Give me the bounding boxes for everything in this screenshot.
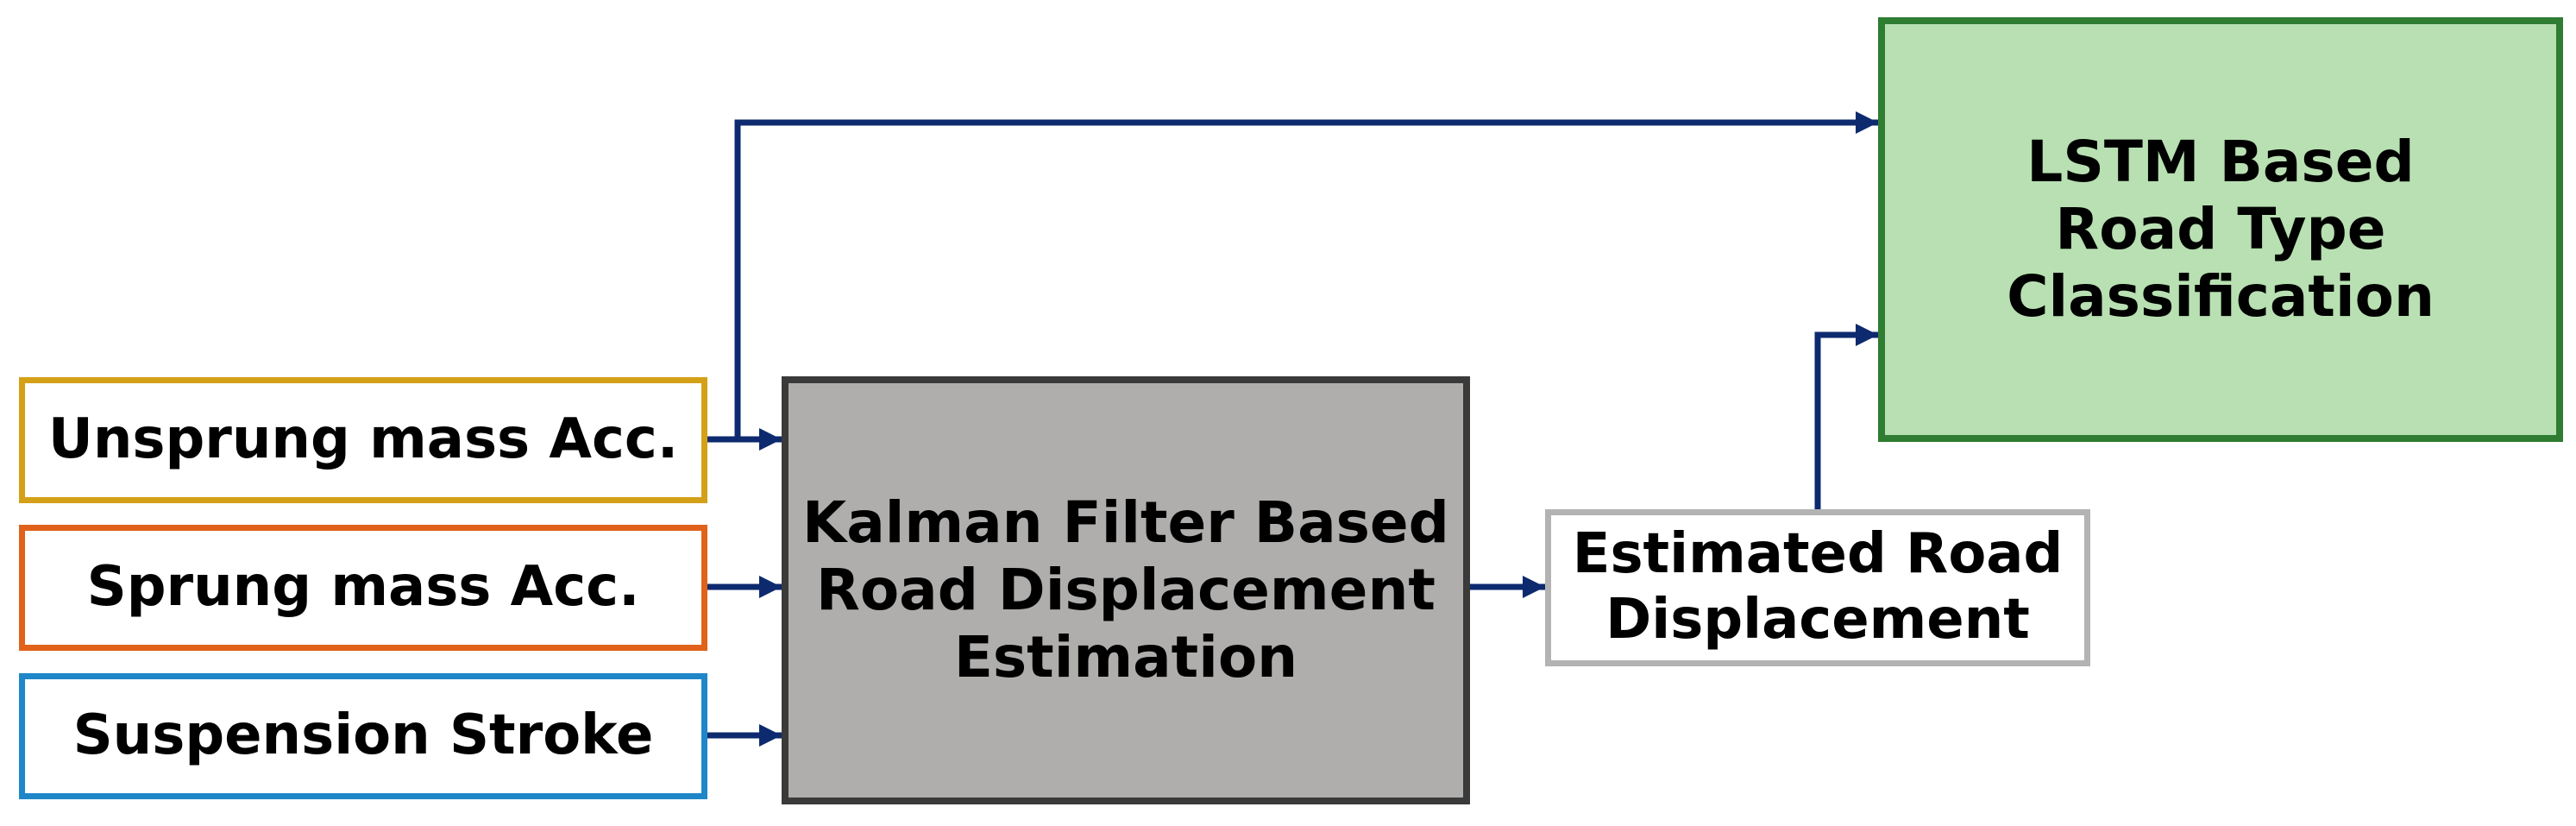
sprung-mass-acc-label: Sprung mass Acc. [86, 555, 640, 620]
arrow-estimated-to-lstm [1814, 324, 1878, 509]
lstm-classification-label: LSTM Based Road Type Classification [2007, 129, 2435, 330]
suspension-stroke-box: Suspension Stroke [19, 673, 707, 799]
lstm-classification-box: LSTM Based Road Type Classification [1878, 17, 2563, 442]
estimated-road-displacement-label: Estimated Road Displacement [1572, 522, 2064, 652]
arrow-unsprung-to-lstm [734, 111, 1878, 439]
unsprung-mass-acc-label: Unsprung mass Acc. [47, 407, 679, 472]
estimated-road-displacement-box: Estimated Road Displacement [1545, 509, 2090, 666]
sprung-mass-acc-box: Sprung mass Acc. [19, 525, 707, 651]
kalman-filter-label: Kalman Filter Based Road Displacement Es… [802, 489, 1449, 690]
suspension-stroke-label: Suspension Stroke [72, 703, 654, 768]
kalman-filter-box: Kalman Filter Based Road Displacement Es… [782, 376, 1470, 804]
unsprung-mass-acc-box: Unsprung mass Acc. [19, 377, 707, 503]
